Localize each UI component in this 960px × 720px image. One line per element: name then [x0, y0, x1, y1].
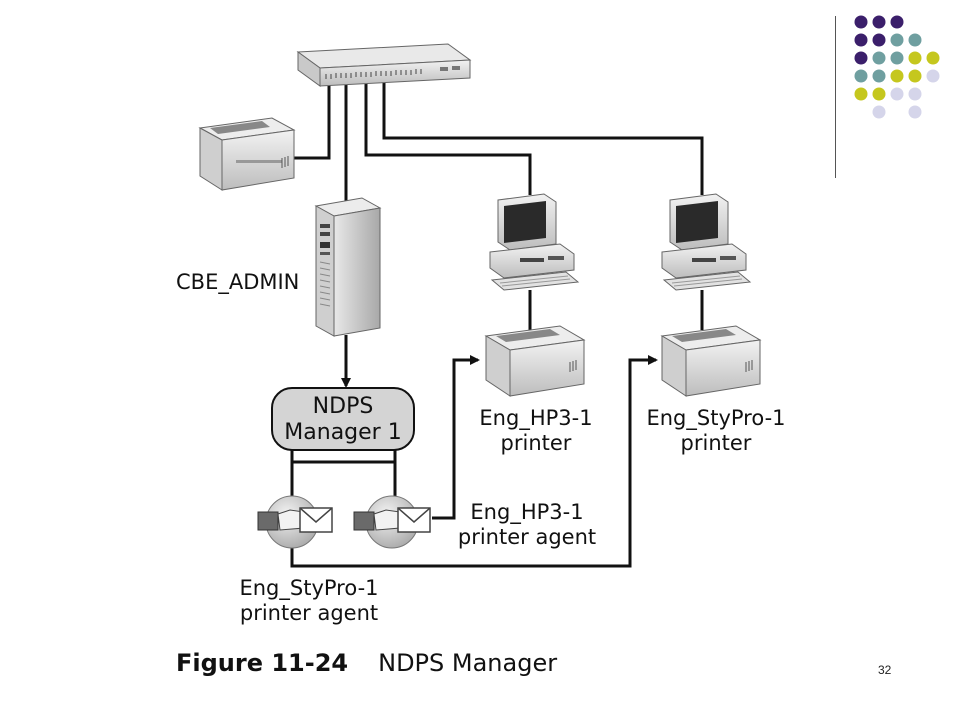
decorative-dot: [872, 87, 886, 101]
decorative-dot: [872, 51, 886, 65]
ndps-manager-label: NDPS Manager 1: [272, 394, 414, 446]
hub-to-hp-workstation-line: [364, 80, 532, 195]
printer-icon: [198, 117, 296, 191]
stypro-agent-label-line2: printer agent: [239, 601, 379, 625]
decorative-divider: [835, 16, 836, 178]
decorative-dot: [908, 105, 922, 119]
figure-number: Figure 11-24: [176, 649, 349, 677]
hub-to-stypro-workstation-line: [382, 80, 704, 195]
figure-caption: Figure 11-24 NDPS Manager: [176, 649, 557, 677]
hp-agent-to-printer-arrow: [432, 355, 480, 520]
ndps-manager-box: [271, 387, 415, 451]
stypro-printer-label-line2: printer: [680, 431, 752, 455]
stypro-agent-label: Eng_StyPro-1 printer agent: [226, 576, 392, 626]
decorative-dot: [890, 69, 904, 83]
manager-to-agents-line: [290, 450, 397, 464]
server-label: CBE_ADMIN: [176, 270, 300, 294]
hp-printer-label: Eng_HP3-1 printer: [466, 406, 606, 456]
decorative-dot: [854, 69, 868, 83]
decorative-dot: [872, 15, 886, 29]
stypro-agent-to-printer-arrow: [290, 355, 658, 568]
decorative-dot: [872, 105, 886, 119]
decorative-dot: [872, 33, 886, 47]
computer-icon: [489, 193, 580, 291]
decorative-dot: [854, 51, 868, 65]
hp-agent-label-line2: printer agent: [457, 525, 597, 549]
connection-lines: [290, 80, 704, 568]
decorative-dot: [926, 51, 940, 65]
decorative-dot: [908, 33, 922, 47]
network-hub-icon: [296, 43, 472, 87]
manager-label-line2: Manager 1: [284, 420, 402, 445]
hub-to-left-printer-line: [292, 80, 331, 160]
decorative-dot: [890, 51, 904, 65]
decorative-dot-grid: [854, 15, 940, 119]
hp-agent-label-line1: Eng_HP3-1: [470, 500, 584, 524]
stypro-printer-label: Eng_StyPro-1 printer: [636, 406, 796, 456]
page-number: 32: [878, 663, 892, 677]
printer-agent-icon: [353, 495, 431, 549]
decorative-dot: [872, 69, 886, 83]
decorative-dot: [908, 87, 922, 101]
manager-label-line1: NDPS: [312, 394, 374, 419]
stypro-printer-label-line1: Eng_StyPro-1: [646, 406, 786, 430]
stypro-agent-label-line1: Eng_StyPro-1: [239, 576, 379, 600]
decorative-dot: [890, 87, 904, 101]
decorative-dot: [926, 69, 940, 83]
hp-printer-label-line2: printer: [500, 431, 572, 455]
decorative-dot: [908, 69, 922, 83]
decorative-dot: [854, 33, 868, 47]
figure-title: NDPS Manager: [378, 649, 558, 677]
decorative-dot: [854, 87, 868, 101]
printer-icon: [484, 325, 586, 397]
hp-printer-label-line1: Eng_HP3-1: [479, 406, 593, 430]
decorative-dot: [908, 51, 922, 65]
hp-agent-label: Eng_HP3-1 printer agent: [452, 500, 602, 550]
decorative-dot: [890, 33, 904, 47]
server-icon: [314, 197, 382, 337]
computer-icon: [661, 193, 752, 291]
decorative-dot: [890, 15, 904, 29]
printer-agent-icon: [257, 495, 333, 549]
decorative-dot: [854, 15, 868, 29]
printer-icon: [660, 325, 762, 397]
